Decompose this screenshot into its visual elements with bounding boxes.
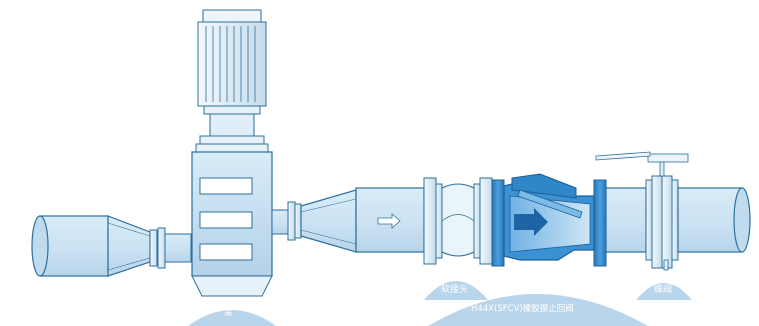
flexible-joint-label: 软接头 xyxy=(441,285,468,296)
pump-label: 泵 xyxy=(224,308,233,319)
pump xyxy=(192,10,272,296)
butterfly-valve xyxy=(596,152,750,270)
flexible-joint xyxy=(424,178,492,264)
outlet-reducer xyxy=(272,188,424,252)
check-valve-label: H44X(SFCV)橡胶摒止回阀 xyxy=(471,304,574,315)
butterfly-valve-label: 蝶阀 xyxy=(654,285,672,296)
check-valve xyxy=(492,174,606,266)
inlet-pipe xyxy=(32,216,191,276)
